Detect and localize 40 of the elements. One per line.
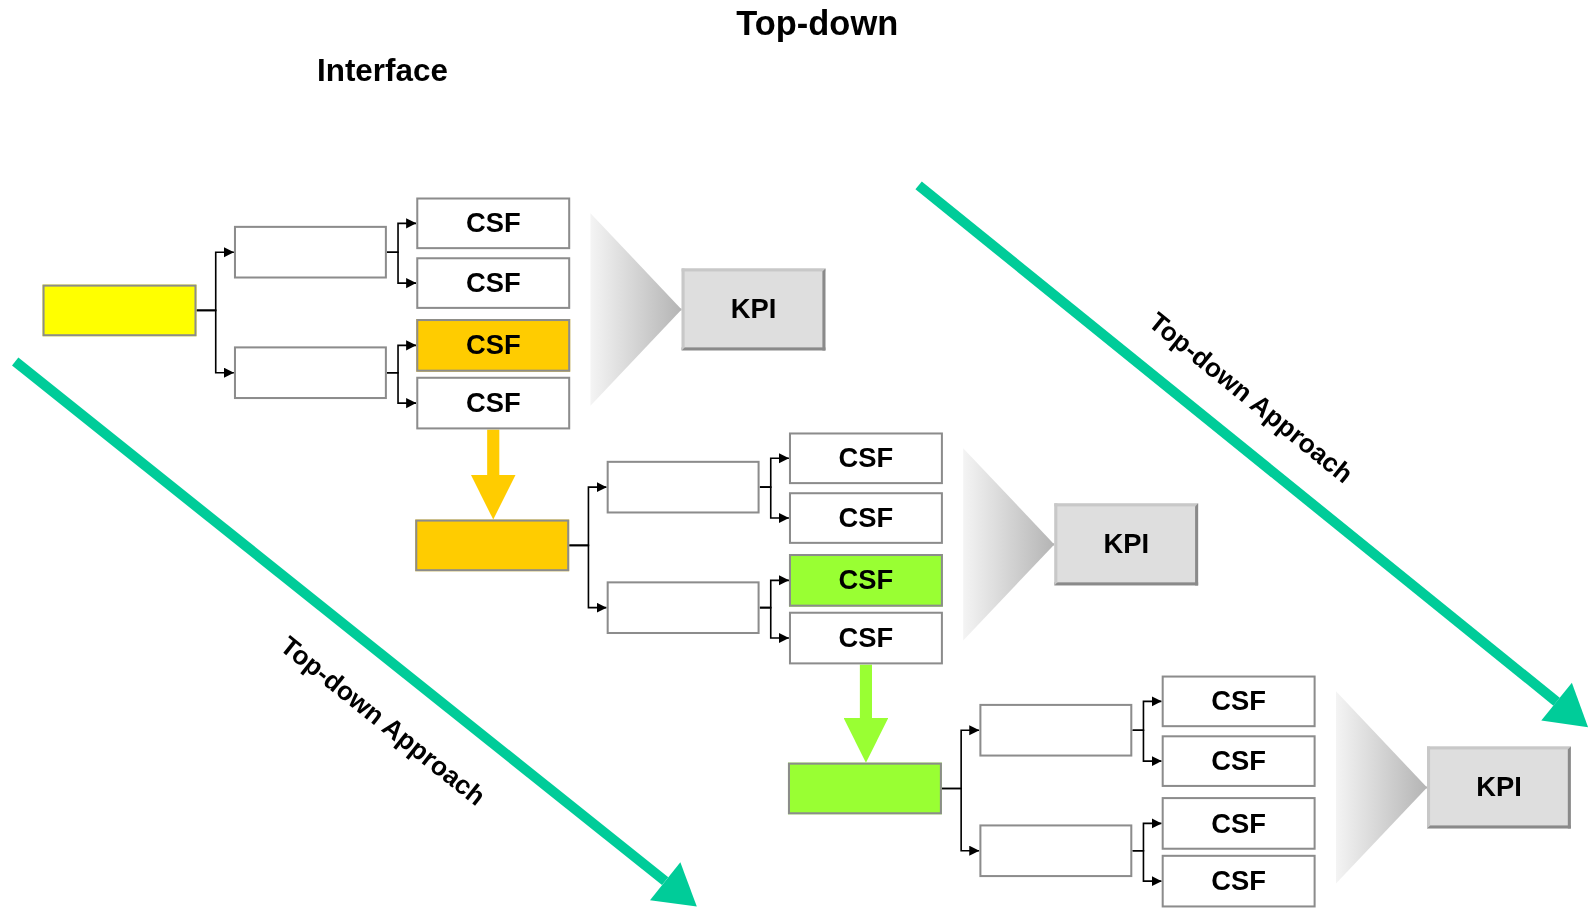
process-box: CSF xyxy=(416,257,571,309)
process-box xyxy=(979,824,1133,878)
raised-box: KPI xyxy=(1427,746,1571,829)
title: Top-down xyxy=(736,4,899,44)
arrow xyxy=(843,664,889,763)
process-box: CSF xyxy=(788,611,943,665)
process-box: CSF xyxy=(1161,735,1316,787)
process-box xyxy=(606,460,760,514)
process-box xyxy=(42,284,197,337)
arrow xyxy=(470,429,516,520)
process-box: CSF xyxy=(788,554,943,607)
process-box: CSF xyxy=(1161,675,1316,728)
connector-arrow xyxy=(758,606,790,644)
connector-arrow xyxy=(941,787,981,856)
process-box: CSF xyxy=(1161,854,1316,908)
connector-arrow xyxy=(758,486,790,524)
chevron-arrow xyxy=(590,213,682,406)
connector-arrow xyxy=(386,251,418,289)
label: Interface xyxy=(317,52,448,90)
raised-box: KPI xyxy=(681,268,826,351)
process-box xyxy=(415,519,570,572)
connector-arrow xyxy=(195,309,235,378)
chevron-arrow xyxy=(963,448,1055,641)
process-box: CSF xyxy=(416,376,571,430)
chevron-arrow xyxy=(1335,691,1428,884)
process-box xyxy=(787,762,942,815)
connector-arrow xyxy=(386,371,418,409)
process-box: CSF xyxy=(788,432,943,485)
process-box xyxy=(233,346,387,400)
process-box xyxy=(979,703,1133,757)
process-box: CSF xyxy=(1161,797,1316,850)
process-box: CSF xyxy=(416,319,571,372)
process-box xyxy=(233,225,387,279)
process-box xyxy=(606,581,760,634)
process-box: CSF xyxy=(416,197,571,250)
connector-arrow xyxy=(1131,849,1163,887)
connector-arrow xyxy=(1131,729,1163,767)
connector-arrow xyxy=(568,544,608,613)
process-box: CSF xyxy=(788,492,943,544)
raised-box: KPI xyxy=(1054,503,1199,586)
